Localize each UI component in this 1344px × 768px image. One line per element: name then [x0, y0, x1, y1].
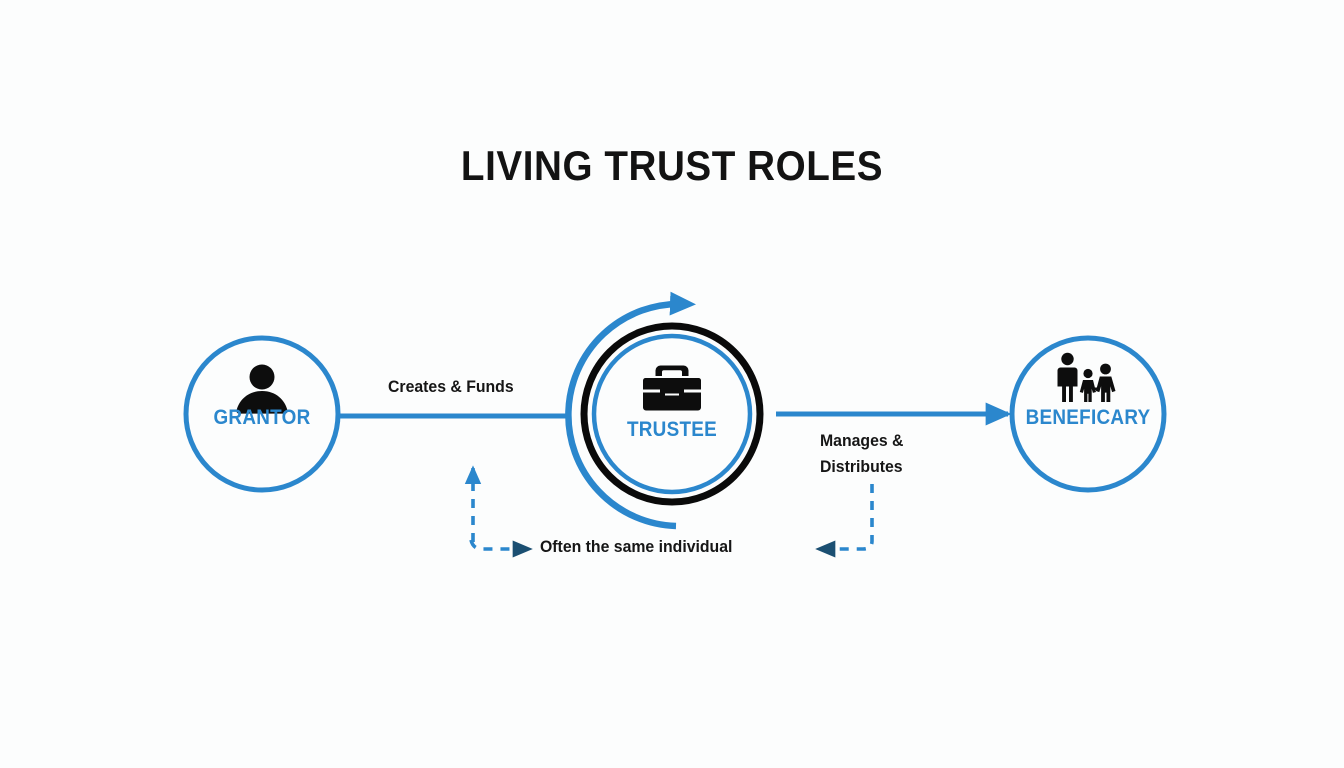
node-grantor[interactable]	[183, 335, 341, 493]
node-label-trustee: TRUSTEE	[626, 418, 718, 441]
trustee-cycle-arc	[565, 291, 696, 530]
person-icon	[236, 364, 288, 414]
beneficary-ring	[1009, 335, 1167, 493]
node-label-beneficary: BENEFICARY	[1025, 406, 1151, 429]
page-title: LIVING TRUST ROLES	[460, 142, 884, 189]
grantor-ring	[183, 335, 341, 493]
node-label-grantor: GRANTOR	[213, 406, 311, 429]
dashed-left-to-text	[469, 539, 533, 558]
node-beneficary[interactable]	[1009, 335, 1167, 493]
edge-label-manages-and-distributes: Manages & Distributes	[820, 428, 903, 481]
edge-label-manages-line1: Manages &	[820, 431, 904, 450]
edge-label-manages-line2: Distributes	[820, 457, 903, 477]
dashed-right-down	[815, 484, 874, 558]
family-icon	[1057, 352, 1116, 403]
edge-label-same-individual: Often the same individual	[540, 537, 733, 556]
node-trustee[interactable]	[565, 291, 764, 530]
trustee-inner-ring	[591, 333, 753, 495]
briefcase-icon	[643, 365, 701, 411]
edge-label-creates-and-funds: Creates & Funds	[388, 377, 514, 396]
edge-same-individual	[464, 465, 874, 558]
